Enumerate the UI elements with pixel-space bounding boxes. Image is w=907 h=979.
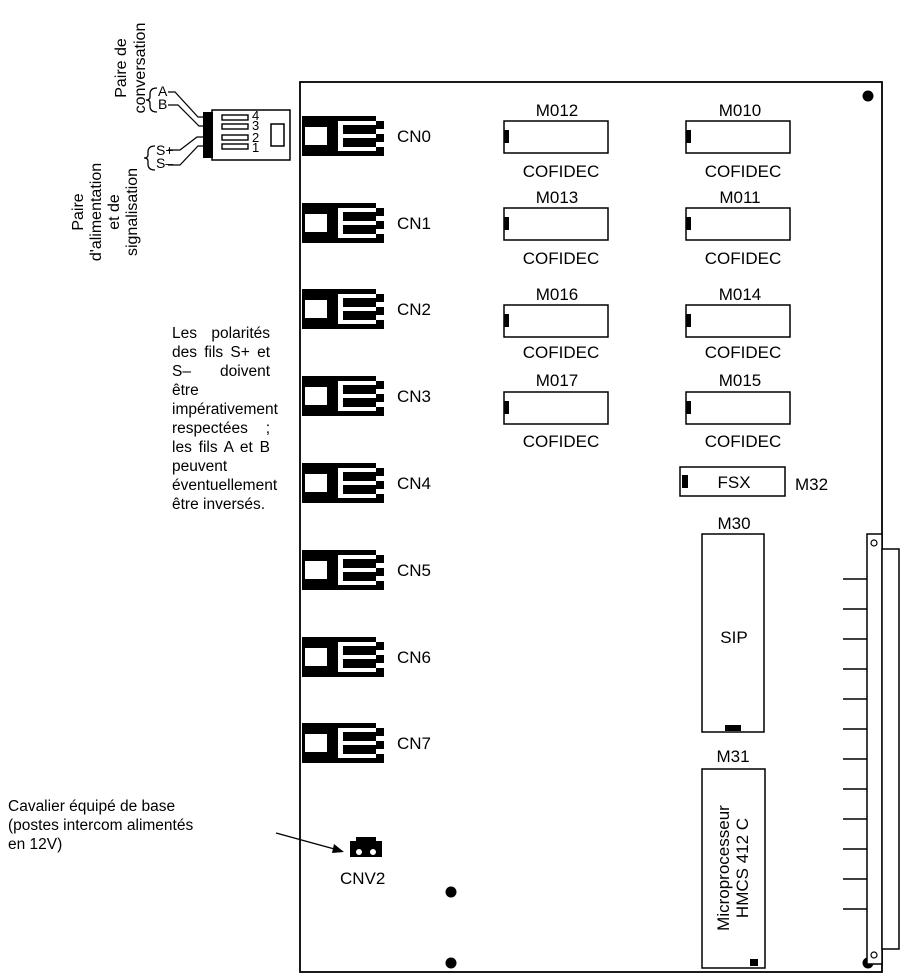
chip-fsx: FSX M32 [679,466,828,497]
chip-ref: M32 [795,475,828,494]
mounting-hole-top-right [862,90,874,102]
chip-caption: COFIDEC [705,162,782,181]
connector-cn4: CN4 [302,463,431,503]
chip-inner-label-line1: Microprocesseur [714,805,733,931]
connector-label: CN3 [397,387,431,406]
chip-sip: M30 SIP [701,514,765,733]
connector-label: CN7 [397,734,431,753]
conversation-pair-line1: Paire de [113,38,130,98]
connector-cn2: CN2 [302,289,431,329]
pin-2-label: 2 [252,130,259,145]
connector-cn7: CN7 [302,723,431,763]
mounting-hole-2 [445,957,457,969]
wire-a-label: A [158,83,168,99]
chip-m013: M013 COFIDEC [503,188,609,268]
connector-label: CN4 [397,474,431,493]
chip-ref: M011 [719,188,760,207]
chip-m017: M017 COFIDEC [503,371,609,451]
chip-caption: COFIDEC [523,432,600,451]
jumper-cnv2: CNV2 [340,837,385,888]
connector-label: CN1 [397,214,431,233]
chip-inner-label: SIP [720,628,747,647]
wire-s-plus-label: S+ [156,142,174,158]
connector-cn6: CN6 [302,637,431,677]
chip-m010: M010 COFIDEC [685,101,791,181]
chip-ref: M015 [719,371,762,390]
chip-ref: M013 [536,188,579,207]
chip-m011: M011 COFIDEC [685,188,791,268]
pin-1-label: 1 [252,140,259,155]
wire-s-minus-label: S– [156,155,173,171]
wire-b-label: B [158,96,167,112]
chip-ref: M30 [717,514,750,533]
connector-label: CN6 [397,648,431,667]
connector-cn3: CN3 [302,376,431,416]
chip-caption: COFIDEC [705,249,782,268]
connector-cn0: CN0 [302,116,431,156]
chip-caption: COFIDEC [523,162,600,181]
polarity-note: Les polarités des fils S+ et S– doivent … [172,324,278,514]
chip-caption: COFIDEC [705,432,782,451]
chip-ref: M014 [719,285,762,304]
pin-4-label: 4 [252,108,259,123]
chip-caption: COFIDEC [523,249,600,268]
edge-connector [843,533,900,965]
conversation-pair-line2: conversation [132,23,149,114]
pin-3-label: 3 [252,118,259,133]
jumper-note: Cavalier équipé de base (postes intercom… [8,797,278,854]
chip-m015: M015 COFIDEC [685,371,791,451]
polarity-note-text: Les polarités des fils S+ et S– doivent … [172,325,278,513]
jumper-label: CNV2 [340,869,385,888]
chip-m012: M012 COFIDEC [503,101,609,181]
chip-caption: COFIDEC [705,343,782,362]
jumper-note-line1: Cavalier équipé de base [8,798,176,815]
chip-ref: M31 [716,747,749,766]
chip-ref: M017 [536,371,579,390]
chip-ref: M016 [536,285,579,304]
power-pair-line2: d'alimentation [88,163,105,261]
power-pair-caption: Paire d'alimentation et de signalisation [70,163,141,261]
connector-label: CN2 [397,300,431,319]
chip-inner-label-line2: HMCS 412 C [733,818,752,918]
connector-cn5: CN5 [302,550,431,590]
power-pair-line1: Paire [70,193,87,230]
jumper-note-line2: (postes intercom alimentés [8,817,194,834]
connector-label: CN0 [397,127,431,146]
plug-detail: A B S+ S– 4 3 2 1 [143,83,291,171]
chip-m014: M014 COFIDEC [685,285,791,362]
conversation-pair-caption: Paire de conversation [113,23,149,114]
chip-m016: M016 COFIDEC [503,285,609,362]
chip-ref: M010 [719,101,762,120]
jumper-note-line3: en 12V) [8,836,63,853]
jumper-pointer [275,832,344,853]
chip-inner-label: FSX [717,473,750,492]
connector-cn1: CN1 [302,203,431,243]
chip-microprocessor: M31 Microprocesseur HMCS 412 C [701,747,766,969]
power-pair-line4: signalisation [124,168,141,256]
connector-label: CN5 [397,561,431,580]
chip-ref: M012 [536,101,579,120]
chip-caption: COFIDEC [523,343,600,362]
power-pair-line3: et de [106,194,123,230]
mounting-hole-1 [445,886,457,898]
